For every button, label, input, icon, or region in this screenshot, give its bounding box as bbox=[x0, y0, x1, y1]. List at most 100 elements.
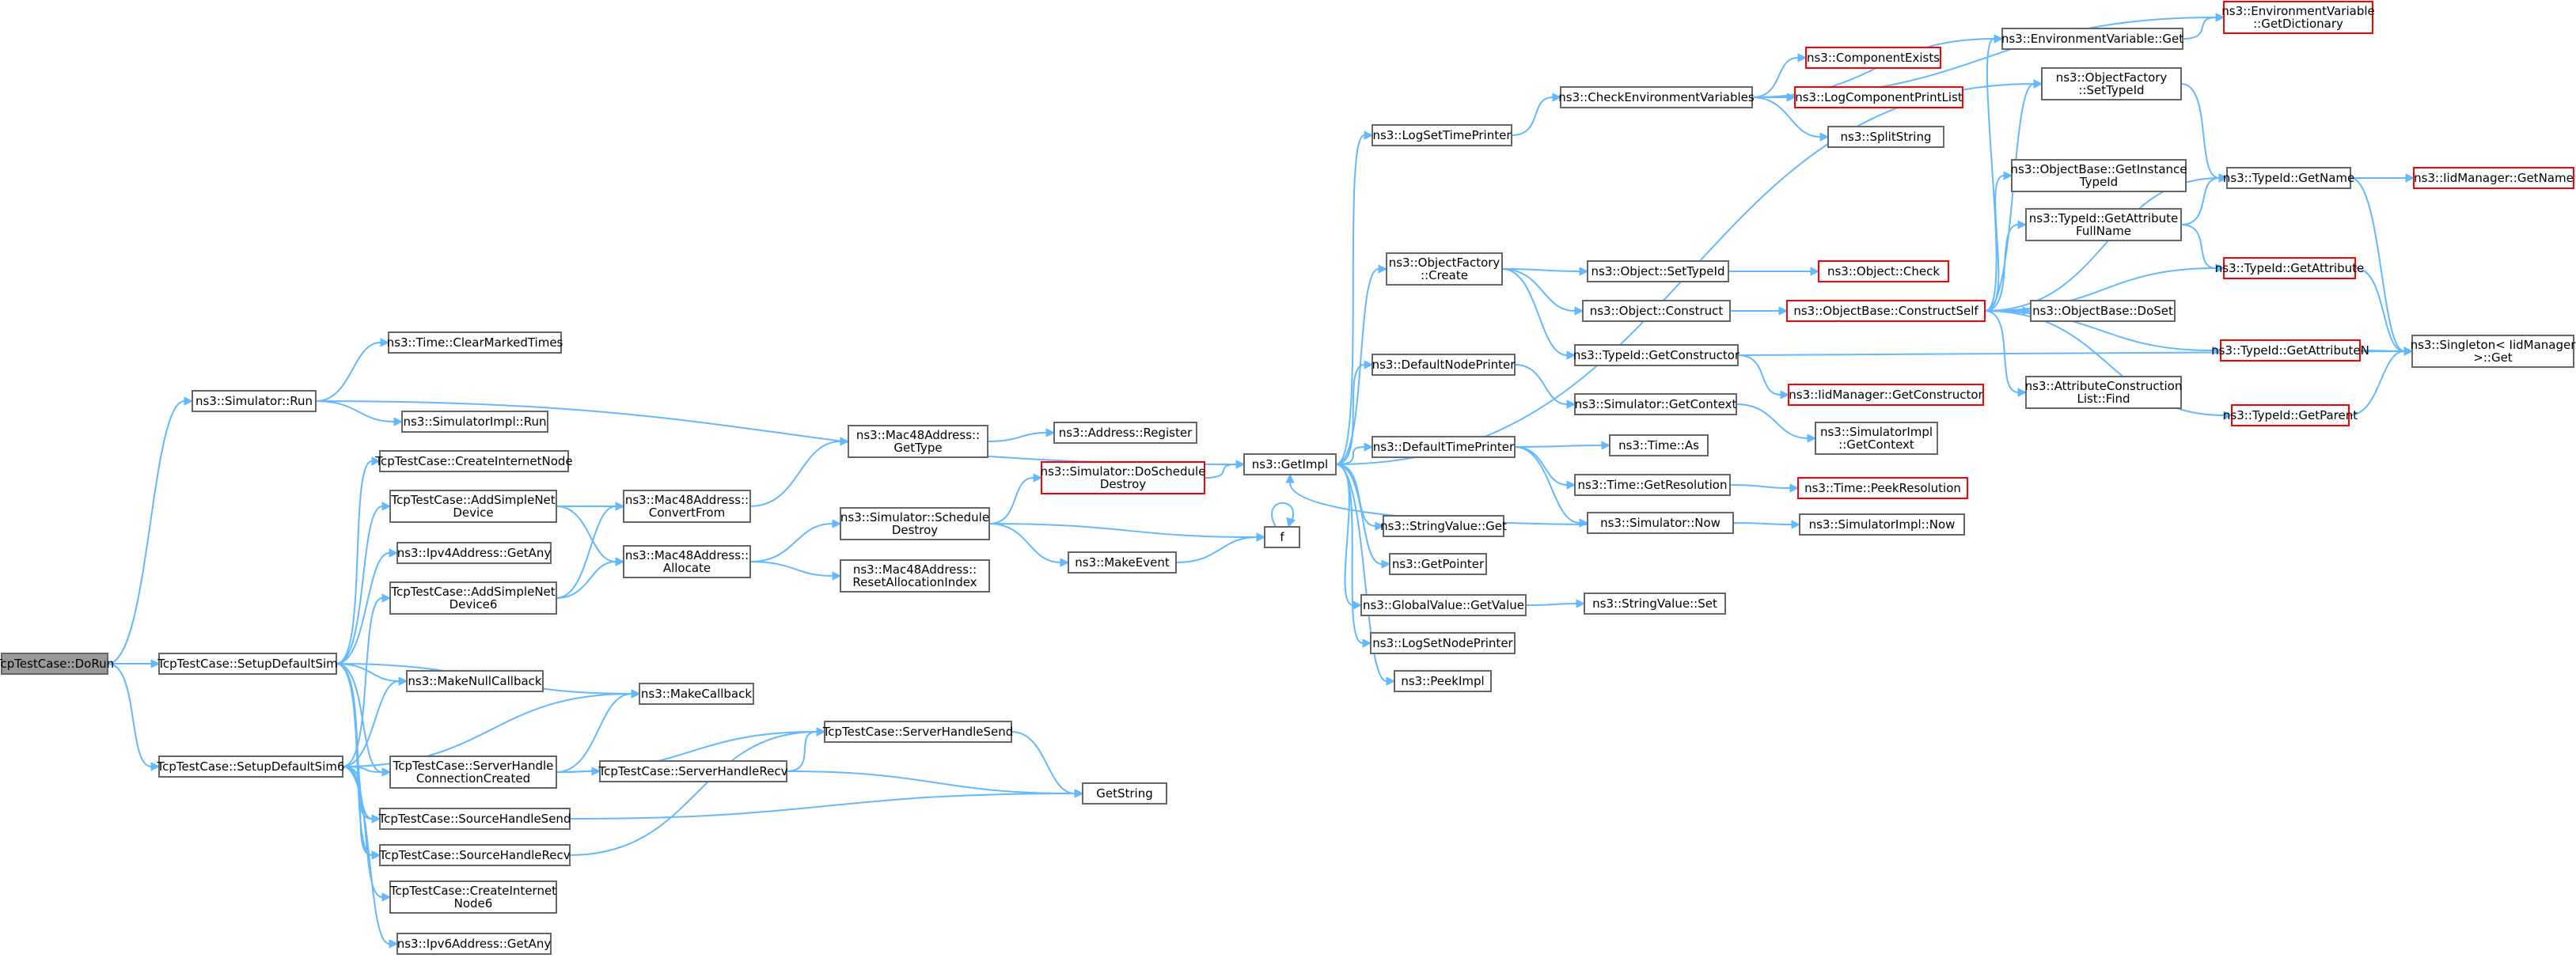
node-getimpl[interactable]: ns3::GetImpl bbox=[1243, 453, 1337, 475]
node-label: Destroy bbox=[1100, 477, 1146, 491]
node-makeevent[interactable]: ns3::MakeEvent bbox=[1068, 551, 1177, 574]
node-label: ConvertFrom bbox=[649, 506, 725, 520]
node-macconv[interactable]: ns3::Mac48Address::ConvertFrom bbox=[623, 490, 751, 523]
node-simimplrun[interactable]: ns3::SimulatorImpl::Run bbox=[401, 411, 548, 433]
node-tidgetattrn[interactable]: ns3::TypeId::GetAttributeN bbox=[2211, 339, 2369, 362]
node-timeas[interactable]: ns3::Time::As bbox=[1609, 434, 1709, 456]
node-resetalloc[interactable]: ns3::Mac48Address::ResetAllocationIndex bbox=[840, 559, 990, 593]
node-checkenv[interactable]: ns3::CheckEnvironmentVariables bbox=[1558, 86, 1755, 108]
edge-objbaseconstruct-to-attrconstrfind bbox=[1984, 310, 2028, 397]
edge-macgettype-to-addrreg bbox=[987, 428, 1056, 442]
edge-simnow-to-simimplnow bbox=[1732, 520, 1801, 529]
node-label: Device6 bbox=[450, 597, 498, 612]
node-label: ns3::LogSetNodePrinter bbox=[1372, 636, 1513, 650]
edge-setupsim6-to-makenull bbox=[342, 676, 408, 767]
node-label: f bbox=[1280, 530, 1284, 544]
node-createnode[interactable]: TcpTestCase::CreateInternetNode bbox=[374, 450, 573, 472]
edge-getimpl-to-logsettime bbox=[1335, 131, 1374, 465]
node-label: TcpTestCase::SourceHandleRecv bbox=[378, 848, 570, 862]
node-peekimpl[interactable]: ns3::PeekImpl bbox=[1394, 670, 1492, 692]
node-envget[interactable]: ns3::EnvironmentVariable::Get bbox=[2001, 28, 2183, 50]
edge-schedestroy-to-makeevent bbox=[988, 523, 1070, 567]
node-ipv6any[interactable]: ns3::Ipv6Address::GetAny bbox=[396, 933, 552, 955]
node-root[interactable]: TcpTestCase::DoRun bbox=[0, 653, 114, 675]
node-servrecv[interactable]: TcpTestCase::ServerHandleRecv bbox=[598, 760, 788, 782]
node-srcsend[interactable]: TcpTestCase::SourceHandleSend bbox=[378, 808, 571, 830]
node-logsetnode[interactable]: ns3::LogSetNodePrinter bbox=[1370, 632, 1516, 654]
node-makenull[interactable]: ns3::MakeNullCallback bbox=[406, 670, 544, 692]
node-splitstring[interactable]: ns3::SplitString bbox=[1827, 126, 1944, 148]
edge-macalloc-to-schedestroy bbox=[749, 519, 842, 562]
node-macalloc[interactable]: ns3::Mac48Address::Allocate bbox=[623, 545, 751, 578]
node-gvgetvalue[interactable]: ns3::GlobalValue::GetValue bbox=[1360, 594, 1527, 616]
node-compexists[interactable]: ns3::ComponentExists bbox=[1805, 47, 1941, 69]
node-label: ns3::MakeCallback bbox=[641, 687, 752, 701]
node-tidgetparent[interactable]: ns3::TypeId::GetParent bbox=[2223, 404, 2358, 426]
node-srcrecv[interactable]: TcpTestCase::SourceHandleRecv bbox=[378, 844, 571, 866]
node-timegetres[interactable]: ns3::Time::GetResolution bbox=[1574, 474, 1731, 496]
node-macgettype[interactable]: ns3::Mac48Address::GetType bbox=[848, 425, 988, 458]
edge-getimpl-to-peekimpl bbox=[1335, 464, 1396, 686]
node-servsend[interactable]: TcpTestCase::ServerHandleSend bbox=[822, 721, 1014, 743]
node-label: ns3::Singleton< IidManager bbox=[2411, 338, 2576, 352]
node-f[interactable]: f bbox=[1264, 526, 1300, 548]
node-makecb[interactable]: ns3::MakeCallback bbox=[639, 683, 754, 705]
edge-macalloc-to-resetalloc bbox=[749, 561, 842, 581]
node-objcheck[interactable]: ns3::Object::Check bbox=[1818, 260, 1949, 282]
node-objbasedoset[interactable]: ns3::ObjectBase::DoSet bbox=[2030, 300, 2176, 322]
node-setupsim6[interactable]: TcpTestCase::SetupDefaultSim6 bbox=[156, 755, 345, 778]
node-getpointer[interactable]: ns3::GetPointer bbox=[1389, 553, 1487, 575]
node-label: ns3::DefaultNodePrinter bbox=[1372, 358, 1516, 372]
node-clearmarked[interactable]: ns3::Time::ClearMarkedTimes bbox=[387, 331, 563, 354]
node-envgetdict[interactable]: ns3::EnvironmentVariable::GetDictionary bbox=[2221, 1, 2375, 34]
node-tidgetname[interactable]: ns3::TypeId::GetName bbox=[2223, 167, 2354, 189]
node-objfsettypeid[interactable]: ns3::ObjectFactory::SetTypeId bbox=[2041, 67, 2182, 100]
node-simimplnow[interactable]: ns3::SimulatorImpl::Now bbox=[1799, 513, 1965, 536]
node-iidgetname[interactable]: ns3::IidManager::GetName bbox=[2413, 167, 2574, 189]
node-objfcreate[interactable]: ns3::ObjectFactory::Create bbox=[1386, 252, 1503, 286]
node-deftimeprinter[interactable]: ns3::DefaultTimePrinter bbox=[1371, 436, 1516, 458]
node-tidgetattr[interactable]: ns3::TypeId::GetAttribute bbox=[2215, 257, 2364, 279]
node-servconn[interactable]: TcpTestCase::ServerHandleConnectionCreat… bbox=[389, 755, 557, 789]
node-simnow[interactable]: ns3::Simulator::Now bbox=[1587, 512, 1734, 534]
node-getstring[interactable]: GetString bbox=[1082, 782, 1167, 805]
edge-f-to-f bbox=[1271, 502, 1296, 528]
node-simgetctx[interactable]: ns3::Simulator::GetContext bbox=[1574, 393, 1737, 415]
edge-srcrecv-to-servsend bbox=[569, 727, 826, 856]
edge-tidgetname-to-iidgetname bbox=[2350, 173, 2415, 183]
edge-tidgetparent-to-singleton bbox=[2348, 346, 2414, 416]
node-label: ns3::GlobalValue::GetValue bbox=[1363, 598, 1524, 612]
node-label: ConnectionCreated bbox=[416, 771, 530, 786]
node-defnodeprinter[interactable]: ns3::DefaultNodePrinter bbox=[1371, 354, 1516, 376]
node-objbaseconstruct[interactable]: ns3::ObjectBase::ConstructSelf bbox=[1786, 300, 1986, 322]
edge-tidgetattrfull-to-tidgetattr bbox=[2180, 224, 2225, 273]
node-ipv4any[interactable]: ns3::Ipv4Address::GetAny bbox=[396, 542, 552, 564]
node-iidgetctor[interactable]: ns3::IidManager::GetConstructor bbox=[1788, 384, 1984, 406]
node-addrreg[interactable]: ns3::Address::Register bbox=[1053, 422, 1197, 444]
node-logcomplist[interactable]: ns3::LogComponentPrintList bbox=[1794, 86, 1963, 108]
node-strvalset[interactable]: ns3::StringValue::Set bbox=[1584, 593, 1726, 615]
node-objsettypeid[interactable]: ns3::Object::SetTypeId bbox=[1587, 260, 1729, 282]
node-setupsim[interactable]: TcpTestCase::SetupDefaultSim bbox=[157, 653, 338, 675]
node-tidgetctor[interactable]: ns3::TypeId::GetConstructor bbox=[1573, 344, 1740, 366]
node-simrun[interactable]: ns3::Simulator::Run bbox=[192, 390, 317, 412]
edge-root-to-simrun bbox=[107, 396, 194, 665]
node-singleton[interactable]: ns3::Singleton< IidManager >::Get bbox=[2411, 335, 2576, 368]
edge-getimpl-to-strvalget bbox=[1335, 464, 1385, 531]
edge-objfcreate-to-objconstruct bbox=[1501, 268, 1584, 316]
node-simimplgetctx[interactable]: ns3::SimulatorImpl::GetContext bbox=[1815, 422, 1938, 455]
node-strvalget[interactable]: ns3::StringValue::Get bbox=[1380, 515, 1507, 537]
node-objconstruct[interactable]: ns3::Object::Construct bbox=[1582, 300, 1731, 322]
node-peekres[interactable]: ns3::Time::PeekResolution bbox=[1797, 477, 1968, 499]
node-label: ns3::Object::SetTypeId bbox=[1592, 264, 1725, 278]
node-logsettime[interactable]: ns3::LogSetTimePrinter bbox=[1371, 124, 1512, 146]
node-label: ns3::LogSetTimePrinter bbox=[1372, 128, 1512, 142]
